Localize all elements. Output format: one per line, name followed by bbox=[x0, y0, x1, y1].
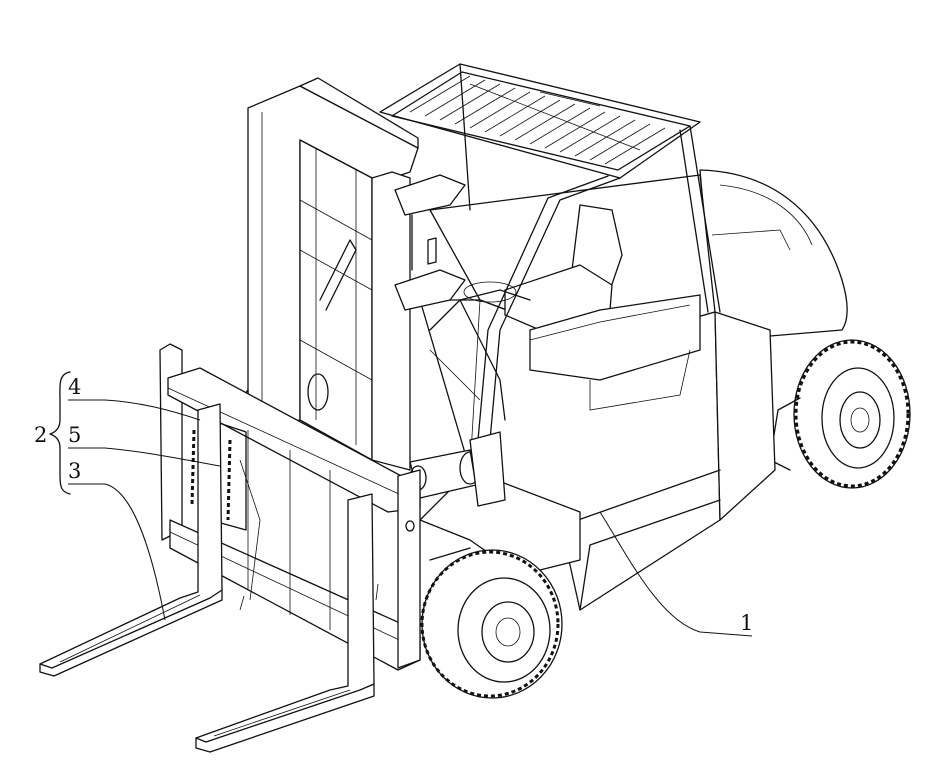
label-part-5: 5 bbox=[68, 423, 81, 447]
label-part-1: 1 bbox=[740, 611, 753, 635]
label-part-4: 4 bbox=[68, 375, 81, 399]
label-part-3: 3 bbox=[68, 459, 81, 483]
rear-wheel bbox=[752, 340, 910, 488]
callout-brace bbox=[50, 372, 70, 494]
front-wheel bbox=[422, 548, 562, 698]
label-group-2: 2 bbox=[34, 423, 47, 447]
